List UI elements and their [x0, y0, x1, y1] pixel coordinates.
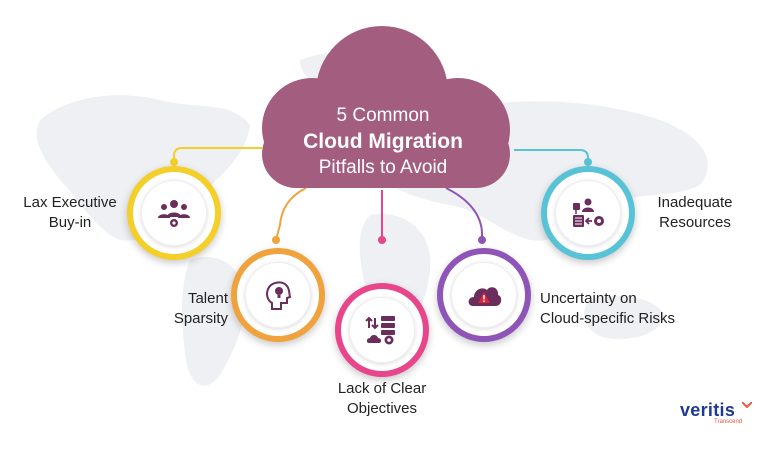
connector-lax-executive — [173, 147, 262, 162]
pitfall-lax-executive-circle — [127, 166, 221, 260]
resource-exchange-icon — [573, 198, 604, 227]
pitfall-objectives-line2: Objectives — [346, 400, 418, 417]
pitfall-uncertainty-circle — [437, 248, 531, 342]
pitfall-lax-executive-line1: Lax Executive — [23, 194, 117, 211]
pitfall-lax-executive-line2: Buy-in — [48, 214, 92, 231]
pitfall-talent-circle — [231, 248, 325, 342]
connector-uncertainty — [445, 187, 483, 240]
logo-mark-icon — [742, 402, 752, 408]
title-line-1: 5 Common — [336, 105, 430, 126]
server-cloud-gear-icon — [365, 316, 395, 345]
pitfall-lax-executive-label: Lax Executive Buy-in — [20, 193, 120, 233]
pitfall-talent-line1: Talent — [187, 290, 228, 307]
title-line-3: Pitfalls to Avoid — [318, 157, 448, 178]
connector-talent — [275, 187, 307, 241]
head-lightbulb-icon — [266, 281, 292, 310]
cloud-warning-icon — [468, 287, 502, 306]
pitfall-uncertainty-line1: Uncertainty on — [540, 290, 637, 307]
pitfall-inadequate-line1: Inadequate — [657, 194, 733, 211]
pitfall-uncertainty-label: Uncertainty on Cloud-specific Risks — [540, 289, 700, 329]
pitfall-objectives-line1: Lack of Clear — [337, 380, 427, 397]
pitfall-inadequate-label: Inadequate Resources — [640, 193, 750, 233]
team-gear-icon — [158, 200, 190, 227]
pitfall-inadequate-line2: Resources — [659, 214, 731, 231]
title-line-2: Cloud Migration — [303, 130, 463, 153]
veritis-logo: veritis Transcend — [680, 400, 752, 425]
pitfall-talent-label: Talent Sparsity — [148, 289, 228, 329]
pitfall-objectives-circle — [335, 283, 429, 377]
connector-inadequate — [514, 149, 589, 162]
pitfall-objectives-label: Lack of Clear Objectives — [322, 379, 442, 419]
pitfall-talent-line2: Sparsity — [173, 310, 228, 327]
pitfall-inadequate-circle — [541, 166, 635, 260]
logo-name: veritis — [680, 400, 736, 420]
logo-tagline: Transcend — [714, 419, 743, 425]
pitfall-uncertainty-line2: Cloud-specific Risks — [540, 310, 676, 327]
